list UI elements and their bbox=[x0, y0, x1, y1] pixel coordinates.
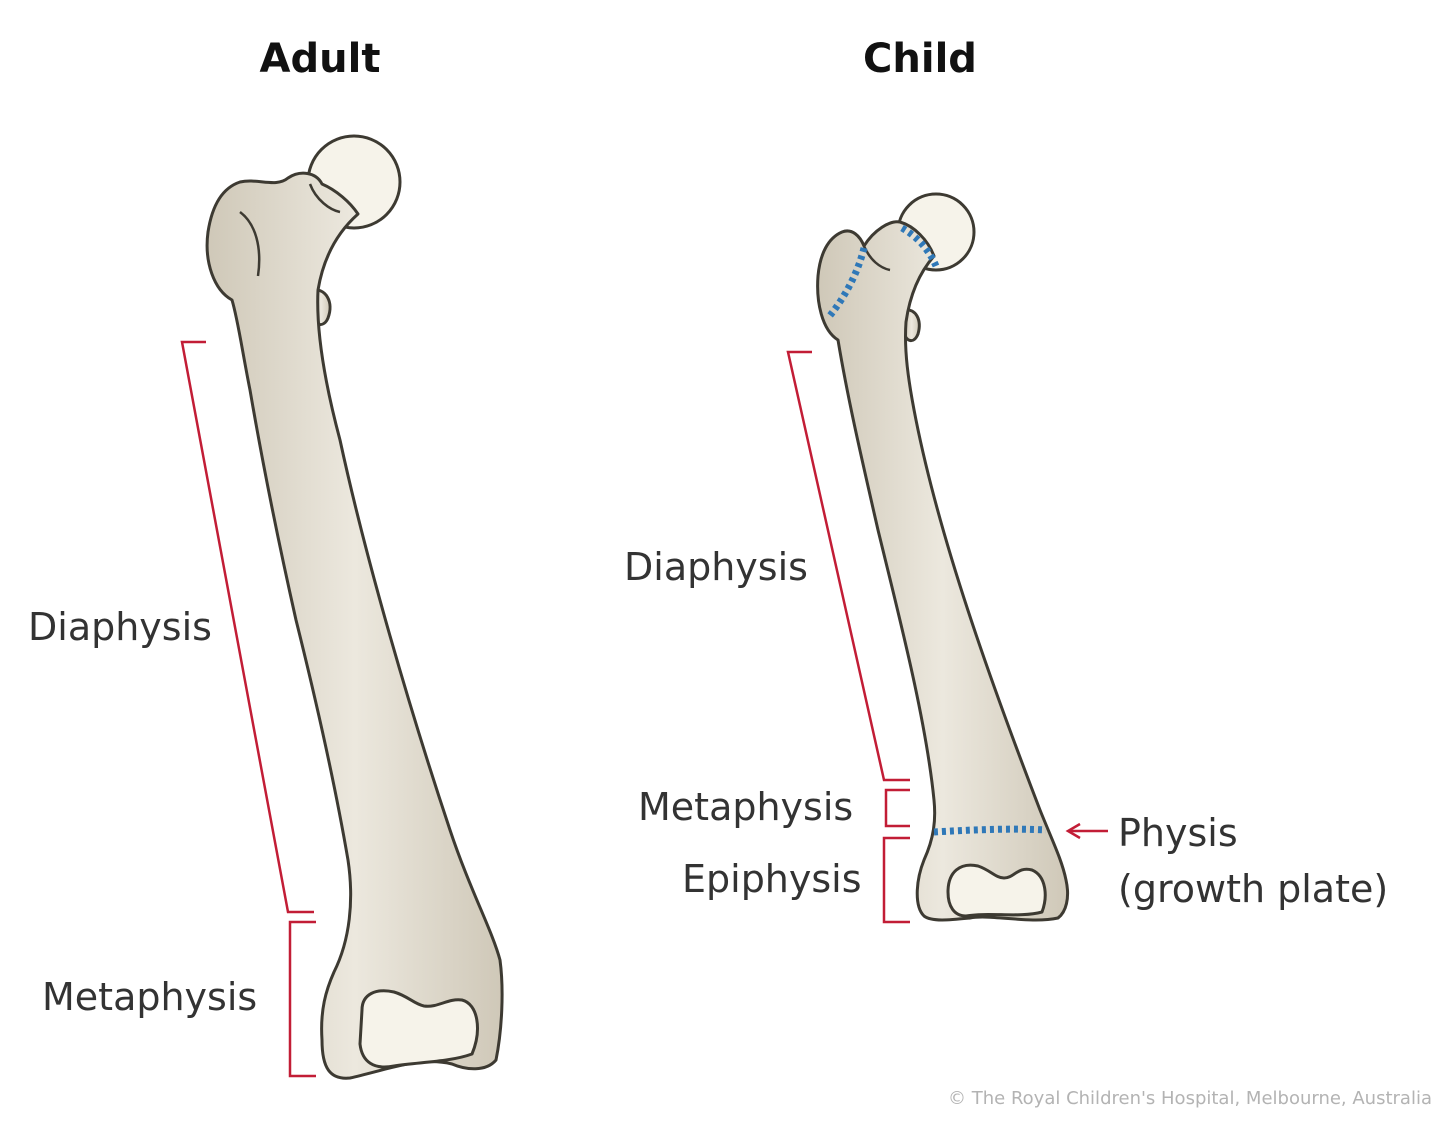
child-femoral-head-physis bbox=[900, 224, 940, 268]
adult-diaphysis-bracket bbox=[180, 340, 314, 914]
child-distal-articular bbox=[946, 863, 1047, 918]
physis-label: Physis bbox=[1118, 811, 1238, 855]
child-metaphysis-bracket bbox=[884, 788, 910, 828]
child-title: Child bbox=[863, 36, 977, 82]
adult-metaphysis-bracket bbox=[288, 920, 316, 1078]
adult-diaphysis-label: Diaphysis bbox=[28, 605, 212, 649]
adult-trochanter-line bbox=[239, 211, 261, 277]
child-femur-shaft bbox=[816, 220, 1070, 922]
copyright-credit: © The Royal Children's Hospital, Melbour… bbox=[948, 1088, 1432, 1109]
child-diaphysis-label: Diaphysis bbox=[624, 545, 808, 589]
child-distal-physis bbox=[933, 825, 1047, 836]
child-femur bbox=[816, 192, 1070, 922]
growth-plate-label: (growth plate) bbox=[1118, 867, 1388, 911]
adult-title: Adult bbox=[260, 36, 381, 82]
physis-arrow bbox=[1065, 822, 1108, 840]
adult-metaphysis-label: Metaphysis bbox=[42, 975, 257, 1019]
adult-femur bbox=[205, 134, 504, 1080]
child-metaphysis-label: Metaphysis bbox=[638, 785, 853, 829]
child-diaphysis-bracket bbox=[786, 350, 910, 782]
adult-neck-line bbox=[308, 183, 341, 214]
child-epiphysis-bracket bbox=[882, 836, 910, 924]
child-epiphysis-label: Epiphysis bbox=[682, 857, 862, 901]
adult-distal-articular bbox=[358, 989, 479, 1069]
adult-femur-shaft bbox=[205, 171, 504, 1080]
